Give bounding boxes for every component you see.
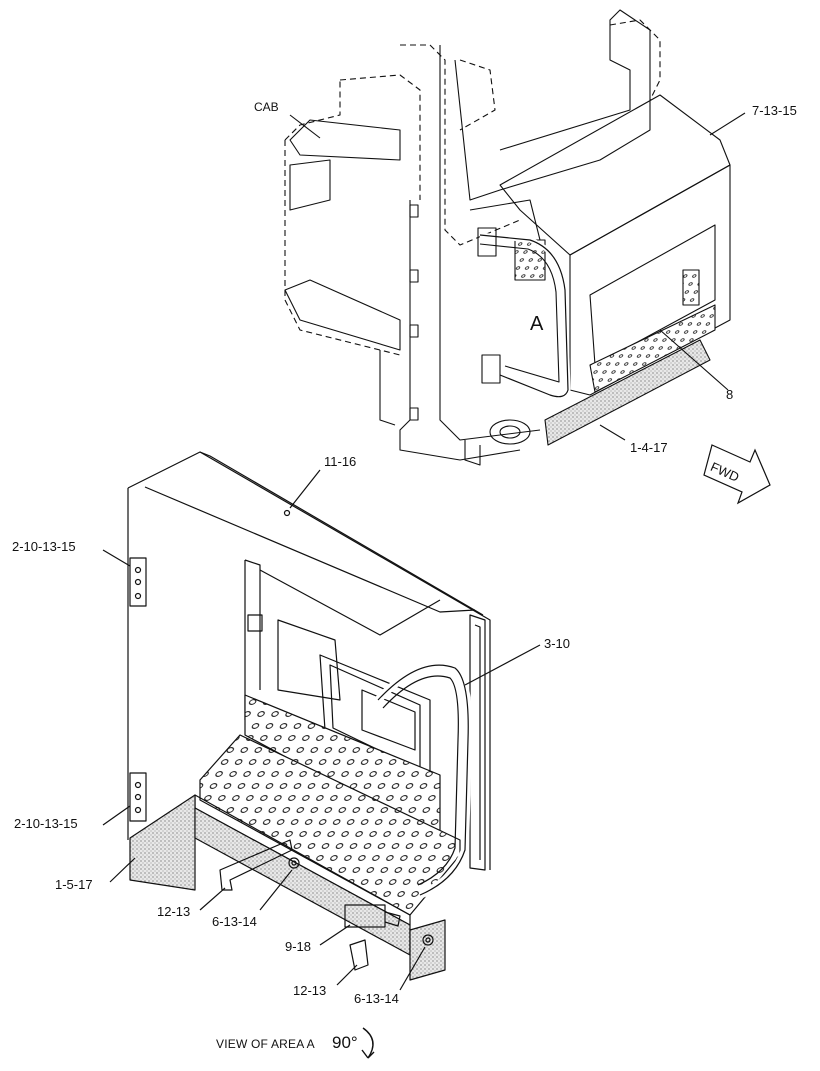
inner-box <box>277 619 341 701</box>
view-caption: VIEW OF AREA A <box>216 1037 315 1051</box>
label-area-a: A <box>530 313 544 335</box>
label-9-18: 9-18 <box>285 939 312 954</box>
top-assembly-view <box>284 9 746 466</box>
label-3-10: 3-10 <box>544 636 571 651</box>
leader-9-18 <box>319 924 351 946</box>
step-pad-1-4-17 <box>544 339 711 446</box>
area-a-detail-view <box>102 451 541 991</box>
label-7-13-15: 7-13-15 <box>752 103 797 118</box>
leader-1-4-17 <box>599 424 626 441</box>
cover-top <box>499 94 731 256</box>
leader-6-13-14-bottom <box>399 946 426 991</box>
label-2-10-13-15-lower: 2-10-13-15 <box>14 816 78 831</box>
rotate-arrow-icon <box>361 1027 375 1059</box>
pad-1-5-17 <box>129 794 196 891</box>
label-cab: CAB <box>254 100 279 114</box>
label-12-13-left: 12-13 <box>157 904 191 919</box>
rotation-degrees: 90° <box>332 1033 358 1052</box>
label-11-16: 11-16 <box>324 454 357 469</box>
leader-2-10-13-15-lower <box>102 805 131 826</box>
label-6-13-14-bottom: 6-13-14 <box>354 991 399 1006</box>
leader-6-13-14-left <box>259 869 293 911</box>
cab-frame-edge <box>439 45 541 441</box>
fwd-arrow-icon <box>703 444 771 505</box>
leader-11-16 <box>289 469 321 509</box>
tab-12-13-bottom <box>349 939 369 971</box>
leader-cab <box>289 114 321 139</box>
leader-7-13-15 <box>709 112 746 136</box>
leader-12-13-bottom <box>336 964 358 986</box>
label-2-10-13-15-upper: 2-10-13-15 <box>12 539 76 554</box>
cover-panel <box>589 224 716 366</box>
bracket-lower <box>129 772 147 822</box>
leader-3-10 <box>464 644 541 686</box>
label-12-13-bottom: 12-13 <box>293 983 327 998</box>
leader-1-5-17 <box>109 857 136 883</box>
label-8: 8 <box>726 387 734 402</box>
panel-top-edge <box>127 451 491 870</box>
label-6-13-14-left: 6-13-14 <box>212 914 257 929</box>
leader-12-13-left <box>199 887 226 911</box>
cab-outline-dashed <box>284 19 661 356</box>
bracket-upper <box>129 557 147 607</box>
leader-8 <box>659 329 729 391</box>
label-1-5-17: 1-5-17 <box>55 877 93 892</box>
leader-2-10-13-15-upper <box>102 549 131 567</box>
label-1-4-17: 1-4-17 <box>630 440 668 455</box>
